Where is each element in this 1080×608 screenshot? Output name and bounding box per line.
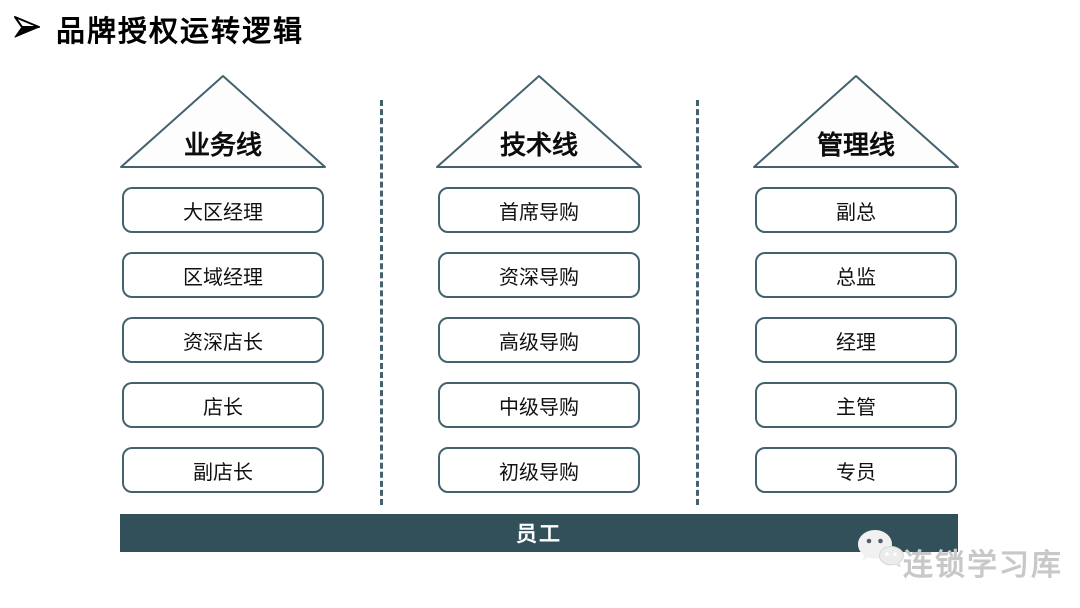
column-header-label: 业务线	[183, 131, 262, 161]
level-box: 大区经理	[122, 187, 324, 233]
column-divider	[696, 100, 699, 505]
column-divider	[380, 100, 383, 505]
level-box: 总监	[755, 252, 957, 298]
level-box: 首席导购	[438, 187, 640, 233]
arrowhead-icon	[12, 14, 42, 44]
level-box: 副店长	[122, 447, 324, 493]
level-box: 经理	[755, 317, 957, 363]
column-header-triangle-business: 业务线	[118, 73, 328, 170]
column-header-triangle-technical: 技术线	[434, 73, 644, 170]
employee-bar: 员工	[120, 514, 958, 552]
page-title: 品牌授权运转逻辑	[56, 14, 305, 48]
column-technical: 技术线 首席导购 资深导购 高级导购 中级导购 初级导购	[434, 73, 644, 493]
level-box: 资深店长	[122, 317, 324, 363]
level-box: 店长	[122, 382, 324, 428]
column-header-triangle-management: 管理线	[751, 73, 961, 170]
column-management: 管理线 副总 总监 经理 主管 专员	[751, 73, 961, 493]
column-header-label: 管理线	[816, 131, 895, 161]
triangle-icon	[753, 75, 959, 168]
slide-header: 品牌授权运转逻辑	[12, 8, 304, 50]
level-box: 副总	[755, 187, 957, 233]
level-box: 初级导购	[438, 447, 640, 493]
level-box: 区域经理	[122, 252, 324, 298]
triangle-icon	[436, 75, 642, 168]
level-box: 资深导购	[438, 252, 640, 298]
triangle-icon	[120, 75, 326, 168]
watermark-text: 连锁学习库	[903, 548, 1063, 583]
column-business: 业务线 大区经理 区域经理 资深店长 店长 副店长	[118, 73, 328, 493]
level-box: 高级导购	[438, 317, 640, 363]
level-box: 中级导购	[438, 382, 640, 428]
level-box: 专员	[755, 447, 957, 493]
wechat-icon	[856, 528, 904, 578]
column-header-label: 技术线	[499, 131, 578, 161]
level-box: 主管	[755, 382, 957, 428]
